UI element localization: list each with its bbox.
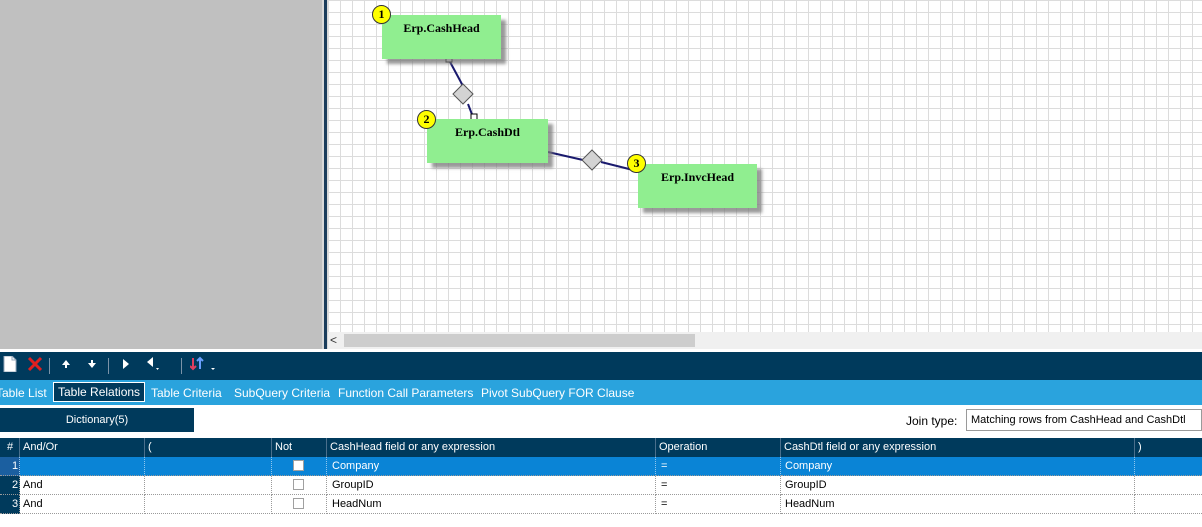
row-number: 1 [0,457,20,476]
column-header-operation[interactable]: Operation [656,438,781,457]
cell-left-field[interactable]: Company [327,457,656,476]
cell-and-or[interactable]: And [20,495,145,514]
cell-not [272,457,327,476]
move-down-icon[interactable] [82,356,102,376]
not-checkbox[interactable] [293,497,304,509]
cell-operation[interactable]: = [656,495,781,514]
table-node-label: Erp.CashDtl [454,125,520,139]
table-node-label: Erp.InvcHead [660,170,734,184]
tab-bar: Table List Table Relations Table Criteri… [0,380,1202,405]
join-type-label: Join type: [906,414,958,428]
tab-table-relations[interactable]: Table Relations [53,382,146,402]
grid-header: # And/Or ( Not CashHead field or any exp… [0,438,1202,457]
pane-splitter[interactable] [322,0,328,349]
move-up-icon[interactable] [56,356,76,376]
cell-operation[interactable]: = [656,476,781,495]
table-node-invchead[interactable]: Erp.InvcHead [638,164,757,208]
row-number: 3 [0,495,20,514]
join-type-select[interactable]: Matching rows from CashHead and CashDtl [966,409,1202,431]
tab-table-list[interactable]: Table List [0,386,47,400]
cell-close-paren[interactable] [1135,457,1202,476]
diagram-canvas[interactable]: Erp.CashHead 1 Erp.CashDtl 2 Erp.InvcHea… [328,0,1202,332]
table-number-badge: 2 [417,110,436,129]
cell-open-paren[interactable] [145,457,272,476]
relation-diamond-icon[interactable] [581,149,603,171]
column-header-num[interactable]: # [0,438,20,457]
filter-bar: Dictionary(5) Join type: Matching rows f… [0,405,1202,438]
column-header-close-paren[interactable]: ) [1138,441,1142,453]
not-checkbox[interactable] [293,478,304,490]
table-row[interactable]: 3 And HeadNum = HeadNum [0,495,1202,514]
not-checkbox[interactable] [293,459,304,471]
play-icon[interactable] [116,356,136,376]
splitter-bar [324,0,327,349]
cell-left-field[interactable]: HeadNum [327,495,656,514]
cell-operation[interactable]: = [656,457,781,476]
scroll-left-arrow[interactable]: < [330,333,338,347]
cell-right-field[interactable]: HeadNum [781,495,1135,514]
relation-diamond-icon[interactable] [452,83,474,105]
column-header-not[interactable]: Not [272,438,327,457]
relation-lines [445,55,634,171]
cell-open-paren[interactable] [145,476,272,495]
delete-icon[interactable] [25,356,45,376]
row-number: 2 [0,476,20,495]
horizontal-scrollbar[interactable]: < [328,332,1202,349]
table-row[interactable]: 2 And GroupID = GroupID [0,476,1202,495]
column-header-open-paren[interactable]: ( [145,438,272,457]
cell-open-paren[interactable] [145,495,272,514]
cell-right-field[interactable]: GroupID [781,476,1135,495]
cell-not [272,495,327,514]
tab-subquery-criteria[interactable]: SubQuery Criteria [234,386,331,400]
cell-not [272,476,327,495]
relations-grid: # And/Or ( Not CashHead field or any exp… [0,438,1202,527]
relation-line-1-2a [448,59,464,87]
relation-line-2-3a [547,151,584,161]
cell-close-paren[interactable] [1135,495,1202,514]
cell-left-field[interactable]: GroupID [327,476,656,495]
table-node-cashdtl[interactable]: Erp.CashDtl [427,119,548,163]
toolbar-separator [49,358,50,374]
table-number-badge: 1 [372,5,391,24]
tab-table-criteria[interactable]: Table Criteria [151,386,222,400]
cell-and-or[interactable]: And [20,476,145,495]
dictionary-button[interactable]: Dictionary(5) [0,408,194,432]
cell-close-paren[interactable] [1135,476,1202,495]
toolbar-separator [108,358,109,374]
cell-right-field[interactable]: Company [781,457,1135,476]
sort-icon[interactable] [189,356,215,376]
left-pane [0,0,322,349]
back-icon[interactable] [142,356,162,376]
toolbar-separator [181,358,182,374]
table-row[interactable]: 1 Company = Company [0,457,1202,476]
new-icon[interactable] [0,355,20,376]
column-header-and-or[interactable]: And/Or [20,438,145,457]
cell-and-or[interactable] [20,457,145,476]
column-header-right-field[interactable]: CashDtl field or any expression [781,438,1135,457]
tab-pivot-subquery[interactable]: Pivot SubQuery FOR Clause [481,386,635,400]
table-node-cashhead[interactable]: Erp.CashHead [382,15,501,59]
table-node-label: Erp.CashHead [403,21,480,35]
scroll-thumb[interactable] [344,334,695,347]
table-number-badge: 3 [627,154,646,173]
column-header-left-field[interactable]: CashHead field or any expression [327,438,656,457]
toolbar [0,352,1202,380]
tab-function-call-parameters[interactable]: Function Call Parameters [338,386,474,400]
